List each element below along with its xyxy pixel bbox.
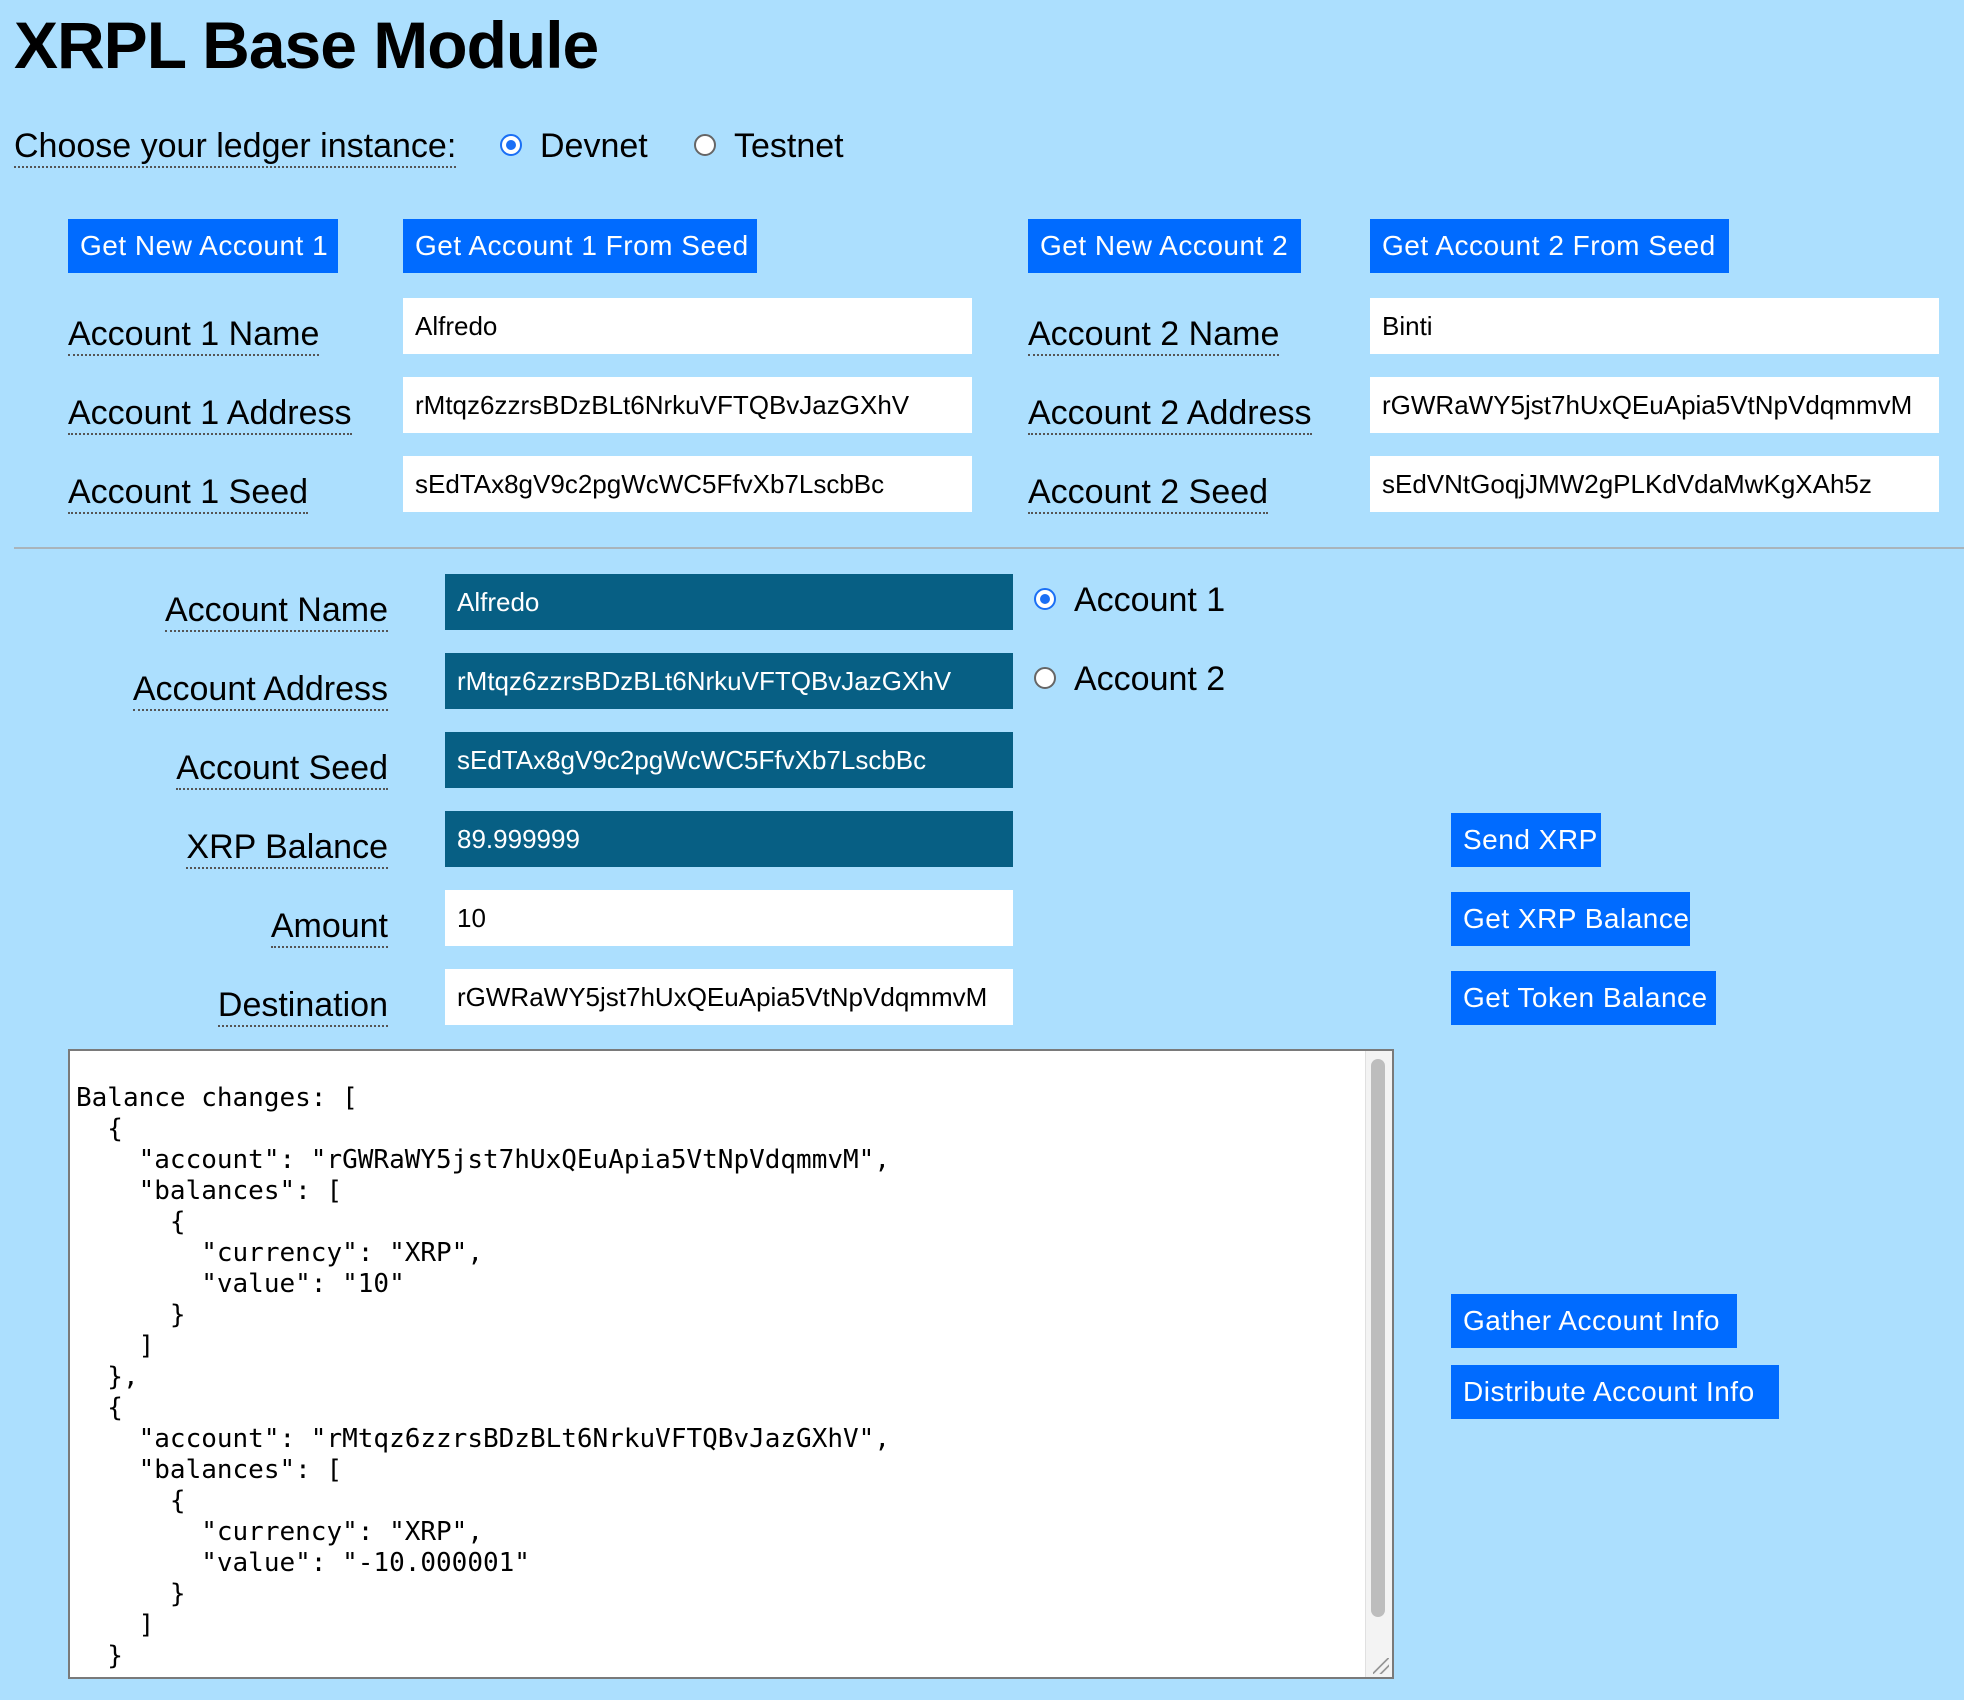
account-2-name-field[interactable]: Binti bbox=[1370, 298, 1939, 354]
get-new-account-2-button[interactable]: Get New Account 2 bbox=[1028, 219, 1301, 273]
account-1-address-label: Account 1 Address bbox=[68, 393, 352, 435]
account-1-seed-label: Account 1 Seed bbox=[68, 472, 309, 514]
account-2-address-label: Account 2 Address bbox=[1028, 393, 1312, 435]
send-xrp-button[interactable]: Send XRP bbox=[1451, 813, 1601, 867]
account-2-address-field[interactable]: rGWRaWY5jst7hUxQEuApia5VtNpVdqmmvM bbox=[1370, 377, 1939, 433]
account-2-seed-field[interactable]: sEdVNtGoqjJMW2gPLKdVdaMwKgXAh5z bbox=[1370, 456, 1939, 512]
get-new-account-1-button[interactable]: Get New Account 1 bbox=[68, 219, 338, 273]
account-2-radio-label[interactable]: Account 2 bbox=[1074, 660, 1226, 698]
results-textarea[interactable]: Balance changes: [ { "account": "rGWRaWY… bbox=[68, 1049, 1394, 1679]
xrp-balance-field[interactable]: 89.999999 bbox=[445, 811, 1013, 867]
resize-grip-icon[interactable] bbox=[1373, 1658, 1389, 1674]
account-1-seed-field[interactable]: sEdTAx8gV9c2pgWcWC5FfvXb7LscbBc bbox=[403, 456, 972, 512]
get-account-2-from-seed-button[interactable]: Get Account 2 From Seed bbox=[1370, 219, 1729, 273]
testnet-radio[interactable] bbox=[694, 134, 716, 156]
gather-account-info-button[interactable]: Gather Account Info bbox=[1451, 1294, 1737, 1348]
account-2-seed-label: Account 2 Seed bbox=[1028, 472, 1269, 514]
amount-field[interactable]: 10 bbox=[445, 890, 1013, 946]
devnet-label[interactable]: Devnet bbox=[540, 127, 648, 165]
results-text: Balance changes: [ { "account": "rGWRaWY… bbox=[76, 1083, 890, 1671]
testnet-label[interactable]: Testnet bbox=[734, 127, 844, 165]
page-title: XRPL Base Module bbox=[14, 8, 599, 82]
get-account-1-from-seed-button[interactable]: Get Account 1 From Seed bbox=[403, 219, 757, 273]
destination-label: Destination bbox=[217, 985, 388, 1027]
get-token-balance-button[interactable]: Get Token Balance bbox=[1451, 971, 1716, 1025]
destination-field[interactable]: rGWRaWY5jst7hUxQEuApia5VtNpVdqmmvM bbox=[445, 969, 1013, 1025]
account-seed-field[interactable]: sEdTAx8gV9c2pgWcWC5FfvXb7LscbBc bbox=[445, 732, 1013, 788]
devnet-radio[interactable] bbox=[500, 134, 522, 156]
ledger-instance-label: Choose your ledger instance: bbox=[14, 126, 457, 168]
account-name-field[interactable]: Alfredo bbox=[445, 574, 1013, 630]
get-xrp-balance-button[interactable]: Get XRP Balance bbox=[1451, 892, 1690, 946]
account-address-label: Account Address bbox=[132, 669, 388, 711]
account-name-label: Account Name bbox=[165, 590, 388, 632]
section-divider bbox=[14, 547, 1964, 549]
account-1-radio[interactable] bbox=[1034, 588, 1056, 610]
account-seed-label: Account Seed bbox=[176, 748, 388, 790]
account-2-radio[interactable] bbox=[1034, 667, 1056, 689]
account-1-name-label: Account 1 Name bbox=[68, 314, 320, 356]
account-1-radio-label[interactable]: Account 1 bbox=[1074, 581, 1226, 619]
account-2-name-label: Account 2 Name bbox=[1028, 314, 1280, 356]
results-scrollbar[interactable] bbox=[1365, 1051, 1392, 1677]
account-1-name-field[interactable]: Alfredo bbox=[403, 298, 972, 354]
amount-label: Amount bbox=[270, 906, 388, 948]
distribute-account-info-button[interactable]: Distribute Account Info bbox=[1451, 1365, 1779, 1419]
results-scrollbar-thumb[interactable] bbox=[1371, 1059, 1385, 1617]
account-address-field[interactable]: rMtqz6zzrsBDzBLt6NrkuVFTQBvJazGXhV bbox=[445, 653, 1013, 709]
account-1-address-field[interactable]: rMtqz6zzrsBDzBLt6NrkuVFTQBvJazGXhV bbox=[403, 377, 972, 433]
xrp-balance-label: XRP Balance bbox=[186, 827, 388, 869]
